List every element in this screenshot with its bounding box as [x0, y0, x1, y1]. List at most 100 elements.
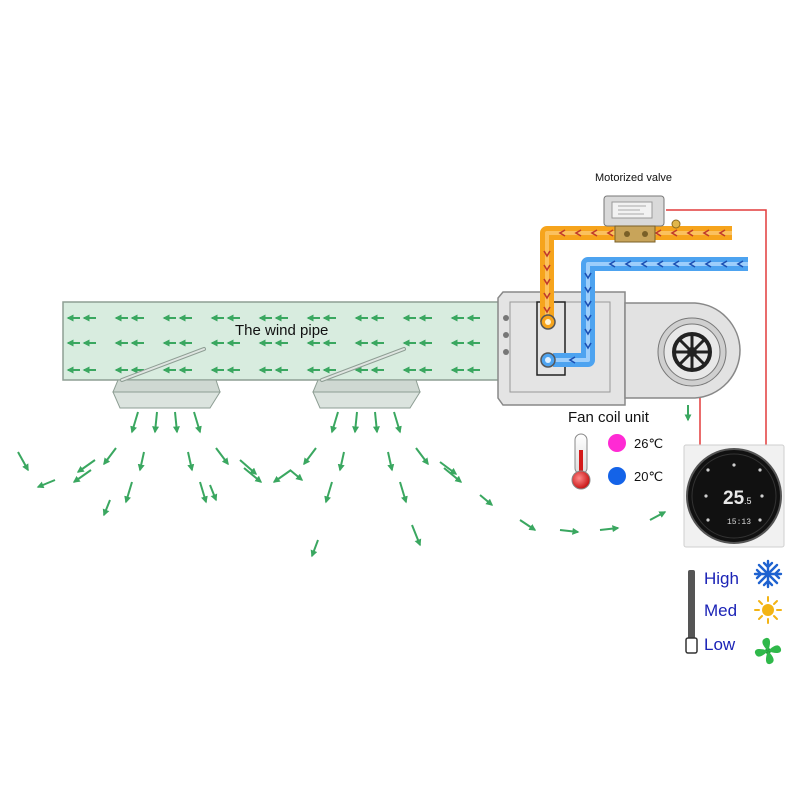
thermostat: 25 .5 15:13 [683, 444, 785, 548]
wind-pipe-label: The wind pipe [235, 322, 329, 339]
airflow-arrow [152, 411, 160, 434]
diffuser-left [112, 347, 221, 409]
airflow-arrow [519, 519, 537, 531]
water-flow-arrow [608, 260, 616, 268]
hot-temp-label: 26℃ [634, 436, 664, 451]
water-flow-arrow [568, 356, 576, 364]
water-flow-arrow [672, 260, 680, 268]
water-flow-arrow [702, 229, 710, 237]
airflow-arrow [415, 447, 429, 466]
thermostat-time: 15:13 [727, 518, 751, 527]
airflow-arrow [599, 525, 620, 533]
water-flow-arrow [584, 286, 592, 294]
airflow-arrow [310, 539, 319, 558]
airflow-arrow [36, 479, 56, 489]
airflow-arrow [411, 524, 422, 547]
water-flow-arrow [718, 229, 726, 237]
fan-speed-slider [685, 570, 698, 654]
water-flow-arrow [543, 264, 551, 272]
fan-speed-knob [685, 637, 698, 654]
water-flow-arrow [584, 314, 592, 322]
airflow-arrow [124, 481, 133, 504]
water-flow-arrow [574, 229, 582, 237]
airflow-arrow [103, 447, 117, 466]
airflow-arrow [272, 469, 292, 483]
water-flow-arrow [640, 260, 648, 268]
airflow-arrow [479, 494, 494, 506]
thermostat-temperature: 25 [723, 488, 745, 509]
duct-airflow-arrows [66, 314, 480, 374]
room-airflow-arrows [17, 411, 667, 558]
airflow-arrow [289, 469, 304, 481]
diffuser-right [312, 347, 421, 409]
water-flow-arrow [584, 342, 592, 350]
motorized-valve [603, 195, 681, 243]
water-flow-arrow [558, 229, 566, 237]
airflow-arrow [337, 451, 345, 472]
airflow-arrow [330, 411, 339, 434]
thermostat-temperature-decimal: .5 [744, 496, 752, 506]
fan-coil-unit-label: Fan coil unit [568, 409, 649, 426]
cold-temp-dot-icon [608, 467, 626, 485]
airflow-arrow [649, 511, 667, 521]
airflow-arrow [399, 481, 408, 504]
water-flow-arrow [543, 292, 551, 300]
fan-level-med: Med [704, 601, 738, 620]
fan-level-low: Low [704, 635, 736, 654]
airflow-arrow [387, 451, 395, 472]
snowflake-icon [753, 559, 783, 589]
wind-pipe [62, 301, 504, 381]
thermometer-icon [571, 433, 591, 490]
fan-icon [754, 637, 782, 665]
water-flow-arrow [543, 278, 551, 286]
sun-icon [754, 596, 782, 624]
airflow-arrow [443, 467, 463, 483]
fan-coil-unit [497, 291, 741, 406]
fan-level-high: High [704, 569, 739, 588]
water-flow-arrow [590, 229, 598, 237]
airflow-arrow [243, 467, 263, 483]
airflow-arrow [76, 459, 96, 473]
water-flow-arrow [670, 229, 678, 237]
airflow-arrow [193, 411, 202, 434]
water-flow-arrow [686, 229, 694, 237]
airflow-arrow [137, 451, 145, 472]
airflow-arrow [239, 459, 258, 475]
water-flow-arrow [688, 260, 696, 268]
water-flow-arrow [584, 328, 592, 336]
cold-water-pipe [540, 257, 748, 368]
airflow-arrow [559, 527, 580, 535]
airflow-arrow [393, 411, 402, 434]
fan-wheel-icon [672, 332, 712, 372]
water-flow-arrow [543, 250, 551, 258]
water-flow-arrow [543, 306, 551, 314]
airflow-arrow [102, 499, 111, 517]
airflow-arrow [130, 411, 139, 434]
motorized-valve-label: Motorized valve [595, 172, 673, 184]
water-flow-arrow [704, 260, 712, 268]
hot-temp-dot-icon [608, 434, 626, 452]
hot-water-pipe [540, 226, 732, 330]
airflow-arrow [172, 411, 180, 434]
water-flow-arrow [606, 229, 614, 237]
airflow-arrow [72, 469, 92, 483]
water-flow-arrow [584, 272, 592, 280]
water-flow-arrow [624, 260, 632, 268]
water-flow-arrow [720, 260, 728, 268]
airflow-arrow [324, 481, 333, 504]
airflow-arrow [209, 484, 218, 502]
cold-temp-label: 20℃ [634, 469, 664, 484]
airflow-arrow [352, 411, 360, 434]
wind-pipe-body [62, 301, 504, 381]
water-flow-arrow [654, 229, 662, 237]
airflow-arrow [439, 461, 458, 475]
airflow-arrow [372, 411, 380, 434]
airflow-arrow [17, 451, 29, 472]
water-flow-arrow [584, 300, 592, 308]
airflow-arrow [303, 447, 317, 466]
water-flow-arrow [736, 260, 744, 268]
water-flow-arrow [656, 260, 664, 268]
airflow-arrow [215, 447, 229, 466]
airflow-arrow [187, 451, 195, 472]
